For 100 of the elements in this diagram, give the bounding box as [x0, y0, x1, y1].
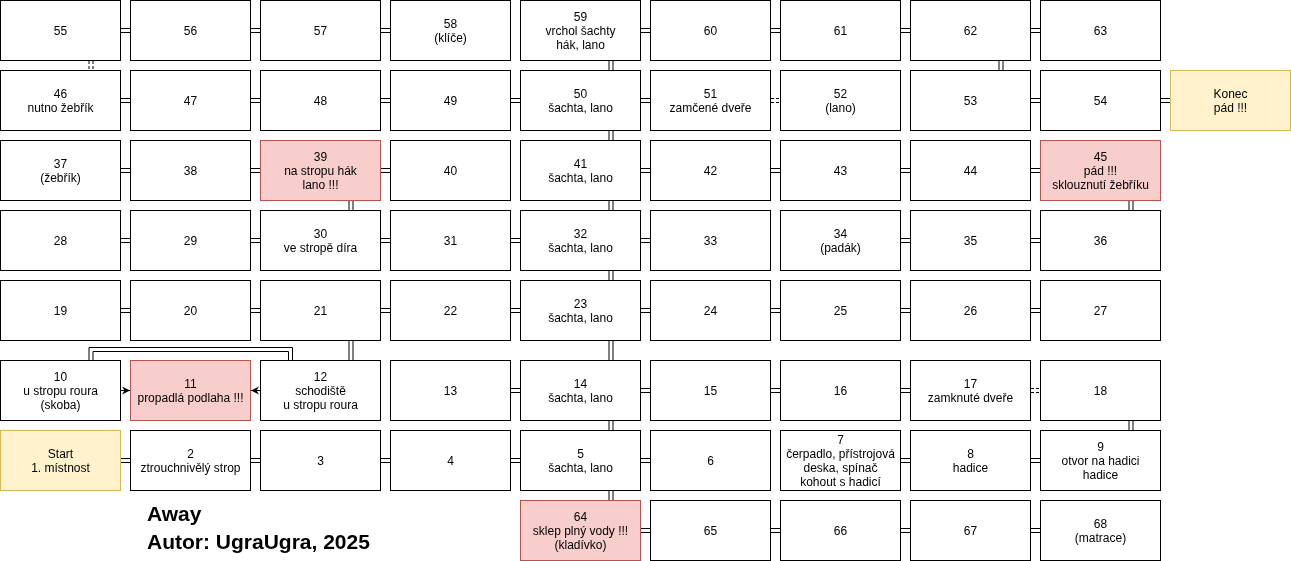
double-line-connector	[380, 238, 391, 243]
room-label: 39	[313, 149, 328, 164]
room-box	[520, 280, 641, 341]
room-box	[780, 70, 901, 131]
room-label: propadlá podlaha !!!	[137, 390, 244, 405]
room-label: 61	[833, 23, 848, 38]
double-line-connector	[250, 168, 261, 173]
room-label: 56	[183, 23, 198, 38]
room-box	[520, 0, 641, 61]
room-box	[520, 430, 641, 491]
room-box	[0, 70, 121, 131]
room-box	[130, 430, 251, 491]
double-line-connector	[770, 168, 781, 173]
dashed-double-line-connector	[1030, 388, 1041, 393]
room-label: 34	[833, 226, 848, 241]
room-label: (lano)	[825, 100, 856, 115]
room-label: 23	[573, 296, 588, 311]
double-line-connector	[640, 308, 651, 313]
room-label: 17	[963, 376, 978, 391]
room-box	[520, 70, 641, 131]
room-box	[390, 360, 511, 421]
room-label: nutno žebřík	[27, 100, 94, 115]
double-line-connector	[608, 60, 614, 71]
double-line-connector	[120, 98, 131, 103]
room-box	[1040, 500, 1161, 561]
room-label: na stropu hák	[284, 163, 357, 178]
room-label: sklep plný vody !!!	[532, 523, 629, 538]
double-line-connector	[510, 308, 521, 313]
room-label: Start	[47, 446, 74, 461]
room-label: 9	[1097, 439, 1104, 454]
room-label: 60	[703, 23, 718, 38]
room-label: 66	[833, 523, 848, 538]
room-box	[1040, 360, 1161, 421]
author-caption: Autor: UgraUgra, 2025	[147, 529, 370, 555]
double-line-connector	[88, 347, 293, 361]
room-box	[780, 280, 901, 341]
room-box	[260, 70, 381, 131]
room-label: 65	[703, 523, 718, 538]
room-box	[130, 210, 251, 271]
room-label: pád !!!	[1083, 163, 1118, 178]
double-line-connector	[510, 238, 521, 243]
room-label: kohout s hadicí	[800, 474, 881, 489]
room-label: 67	[963, 523, 978, 538]
room-box	[520, 140, 641, 201]
room-box	[520, 210, 641, 271]
double-line-connector	[640, 388, 651, 393]
room-label: 22	[443, 303, 458, 318]
room-box	[520, 500, 641, 561]
double-line-connector	[120, 168, 131, 173]
room-box	[0, 280, 121, 341]
room-label: 47	[183, 93, 198, 108]
room-box	[910, 360, 1031, 421]
room-box	[130, 0, 251, 61]
double-line-connector	[900, 528, 911, 533]
double-line-connector	[380, 168, 391, 173]
double-line-connector	[510, 458, 521, 463]
room-label: 30	[313, 226, 328, 241]
room-label: 52	[833, 86, 848, 101]
room-label: 46	[53, 86, 68, 101]
double-line-connector	[608, 420, 614, 431]
room-label: 53	[963, 93, 978, 108]
room-box	[650, 210, 771, 271]
room-label: 20	[183, 303, 198, 318]
double-line-connector	[770, 28, 781, 33]
room-label: šachta, lano	[548, 310, 613, 325]
room-box	[910, 210, 1031, 271]
room-box	[390, 70, 511, 131]
double-line-connector	[1030, 98, 1041, 103]
room-label: 43	[833, 163, 848, 178]
double-line-connector	[770, 528, 781, 533]
room-box	[650, 500, 771, 561]
double-line-connector	[900, 28, 911, 33]
room-label: u stropu roura	[283, 397, 358, 412]
room-label: (žebřík)	[40, 170, 81, 185]
double-line-connector	[120, 308, 131, 313]
room-box	[260, 140, 381, 201]
room-label: 6	[707, 453, 714, 468]
room-box	[390, 210, 511, 271]
room-label: hadice	[952, 460, 989, 475]
room-box	[260, 210, 381, 271]
room-label: ve stropě díra	[283, 240, 358, 255]
room-box	[910, 70, 1031, 131]
double-line-connector	[1128, 200, 1134, 211]
room-box	[910, 500, 1031, 561]
room-label: 5	[577, 446, 584, 461]
room-box	[650, 140, 771, 201]
room-label: 58	[443, 16, 458, 31]
double-line-connector	[608, 200, 614, 211]
room-label: (matrace)	[1074, 530, 1127, 545]
room-label: 15	[703, 383, 718, 398]
room-label: 54	[1093, 93, 1108, 108]
room-label: 14	[573, 376, 588, 391]
room-box	[130, 360, 251, 421]
dashed-double-line-connector	[770, 98, 781, 103]
room-label: 64	[573, 509, 588, 524]
room-label: šachta, lano	[548, 460, 613, 475]
room-box	[780, 500, 901, 561]
room-label: 50	[573, 86, 588, 101]
room-label: 33	[703, 233, 718, 248]
room-label: 3	[317, 453, 324, 468]
